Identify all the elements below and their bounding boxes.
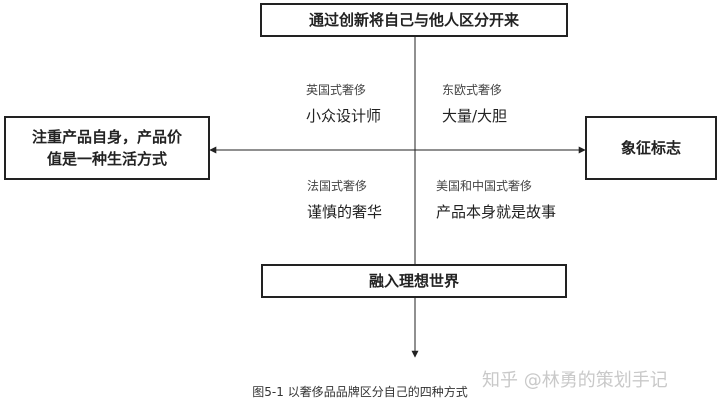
quadrant-bottom-left: 法国式奢侈 谨慎的奢华 [307,178,382,222]
quadrant-caption: 法国式奢侈 [307,179,368,193]
quadrant-text: 产品本身就是故事 [436,203,557,221]
left-box-label-line1: 注重产品自身，产品价 [31,128,182,146]
left-box: 注重产品自身，产品价 值是一种生活方式 [4,116,210,180]
quadrant-text: 小众设计师 [306,107,382,125]
right-box-label: 象征标志 [620,139,681,157]
left-box-label-line2: 值是一种生活方式 [46,150,167,168]
figure-caption: 图5-1 以奢侈品品牌区分自己的四种方式 [252,385,468,399]
top-box-label: 通过创新将自己与他人区分开来 [308,11,519,29]
right-box: 象征标志 [585,116,717,180]
bottom-box: 融入理想世界 [261,264,567,298]
quadrant-caption: 英国式奢侈 [306,83,367,97]
quadrant-top-right: 东欧式奢侈 大量/大胆 [442,82,507,126]
quadrant-text: 大量/大胆 [442,107,508,125]
quadrant-caption: 美国和中国式奢侈 [436,179,533,193]
quadrant-bottom-right: 美国和中国式奢侈 产品本身就是故事 [436,178,556,222]
top-box: 通过创新将自己与他人区分开来 [260,3,568,37]
quadrant-caption: 东欧式奢侈 [442,83,503,97]
bottom-box-label: 融入理想世界 [368,272,459,290]
quadrant-top-left: 英国式奢侈 小众设计师 [306,82,381,126]
watermark: 知乎 @林勇的策划手记 [482,370,668,391]
quadrant-text: 谨慎的奢华 [307,203,383,221]
